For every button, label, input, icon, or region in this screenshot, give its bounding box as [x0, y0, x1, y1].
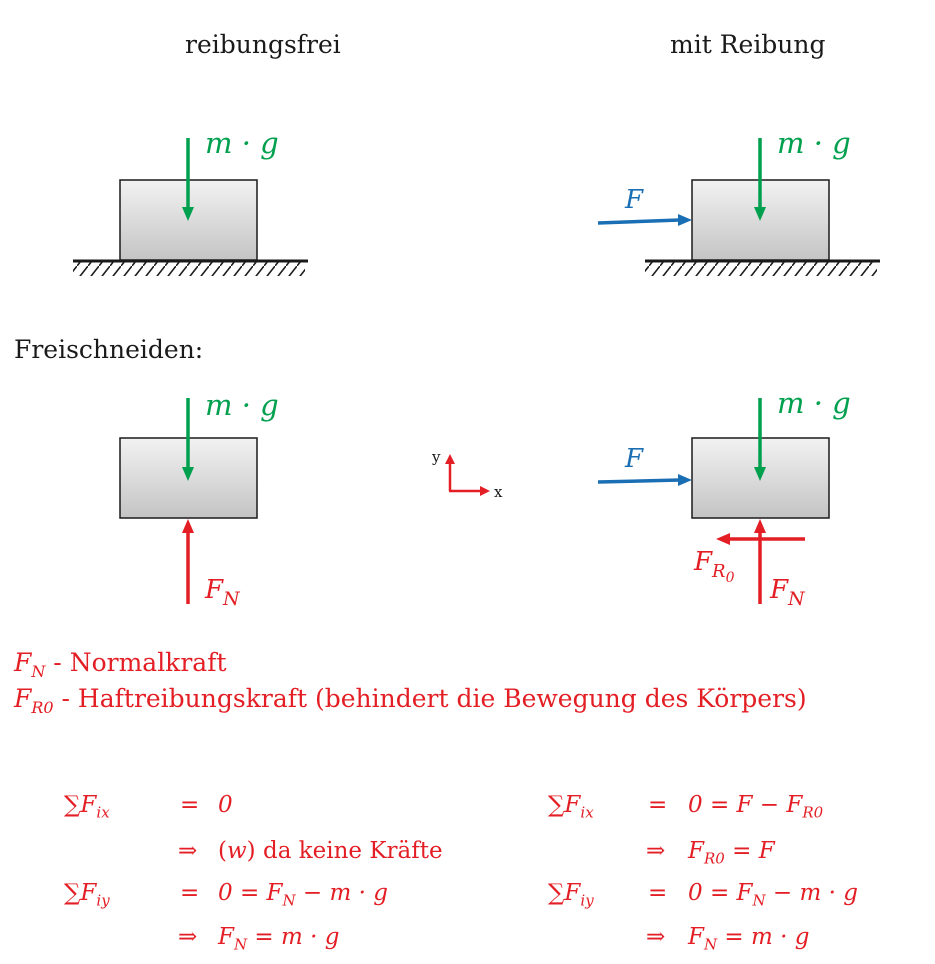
force-f-label: F: [624, 444, 644, 474]
coordinate-axes: y x: [431, 448, 503, 501]
eq-left-implies1: ⇒: [178, 838, 198, 864]
normal-force-label: FN: [769, 575, 806, 610]
ground-hatch: [645, 262, 877, 276]
heading-mit-reibung: mit Reibung: [670, 30, 826, 59]
force-diagram: m · g m · g F m · g FN y x m · g: [73, 126, 880, 610]
force-f-arrow: [597, 218, 681, 225]
eq-left-rhs2: 0 = FN − m · g: [218, 880, 388, 910]
eq-right-implies2: ⇒: [646, 924, 666, 950]
weight-label: m · g: [205, 126, 279, 160]
eq-right-rhs2: 0 = FN − m · g: [688, 880, 858, 910]
eq-right-rhs1: 0 = F − FR0: [688, 792, 824, 822]
force-f-arrow-head: [678, 214, 692, 226]
axis-y-head: [445, 454, 455, 464]
axis-x-head: [480, 486, 490, 496]
eq-left-sum-y: ∑Fiy: [64, 880, 110, 910]
eq-right-implies1: ⇒: [646, 838, 666, 864]
eq-right-eq1: =: [648, 792, 668, 818]
legend-haftreibungskraft: FR0 - Haftreibungskraft (behindert die B…: [14, 684, 807, 717]
weight-arrow-head: [182, 467, 194, 481]
force-f-arrow: [597, 478, 681, 484]
eq-left-implies2: ⇒: [178, 924, 198, 950]
heading-reibungsfrei: reibungsfrei: [185, 30, 341, 59]
freebody-mit-reibung: m · g F FN FR0: [597, 386, 851, 610]
friction-force-arrow-head: [716, 533, 730, 545]
heading-freischneiden: Freischneiden:: [14, 335, 204, 364]
axis-x-label: x: [494, 483, 503, 501]
panel-reibungsfrei: m · g: [73, 126, 308, 276]
weight-label: m · g: [205, 388, 279, 422]
freebody-reibungsfrei: m · g FN: [119, 388, 279, 610]
legend-normalkraft: FN - Normalkraft: [14, 648, 227, 681]
eq-right-result2: FN = m · g: [688, 924, 810, 954]
eq-right-result1: FR0 = F: [688, 838, 775, 868]
weight-arrow-head: [754, 467, 766, 481]
eq-right-sum-y: ∑Fiy: [548, 880, 594, 910]
force-f-label: F: [624, 185, 644, 215]
eq-left-eq2: =: [180, 880, 200, 906]
ground-hatch: [73, 262, 305, 276]
axis-y-label: y: [431, 448, 441, 466]
normal-force-arrow-head: [754, 519, 766, 533]
normal-force-arrow-head: [182, 519, 194, 533]
weight-arrow-head: [182, 207, 194, 221]
eq-left-result: FN = m · g: [218, 924, 340, 954]
weight-label: m · g: [777, 126, 851, 160]
force-f-arrow-head: [678, 474, 692, 486]
eq-left-rhs1: 0: [218, 792, 233, 818]
friction-force-label: FR0: [693, 547, 735, 586]
weight-label: m · g: [777, 386, 851, 420]
eq-left-eq1: =: [180, 792, 200, 818]
eq-right-sum-x: ∑Fix: [548, 792, 594, 822]
eq-right-eq2: =: [648, 880, 668, 906]
panel-mit-reibung: m · g F: [597, 126, 880, 276]
eq-left-note: (w) da keine Kräfte: [218, 838, 443, 864]
normal-force-label: FN: [204, 575, 241, 610]
weight-arrow-head: [754, 207, 766, 221]
eq-left-sum-x: ∑Fix: [64, 792, 110, 822]
